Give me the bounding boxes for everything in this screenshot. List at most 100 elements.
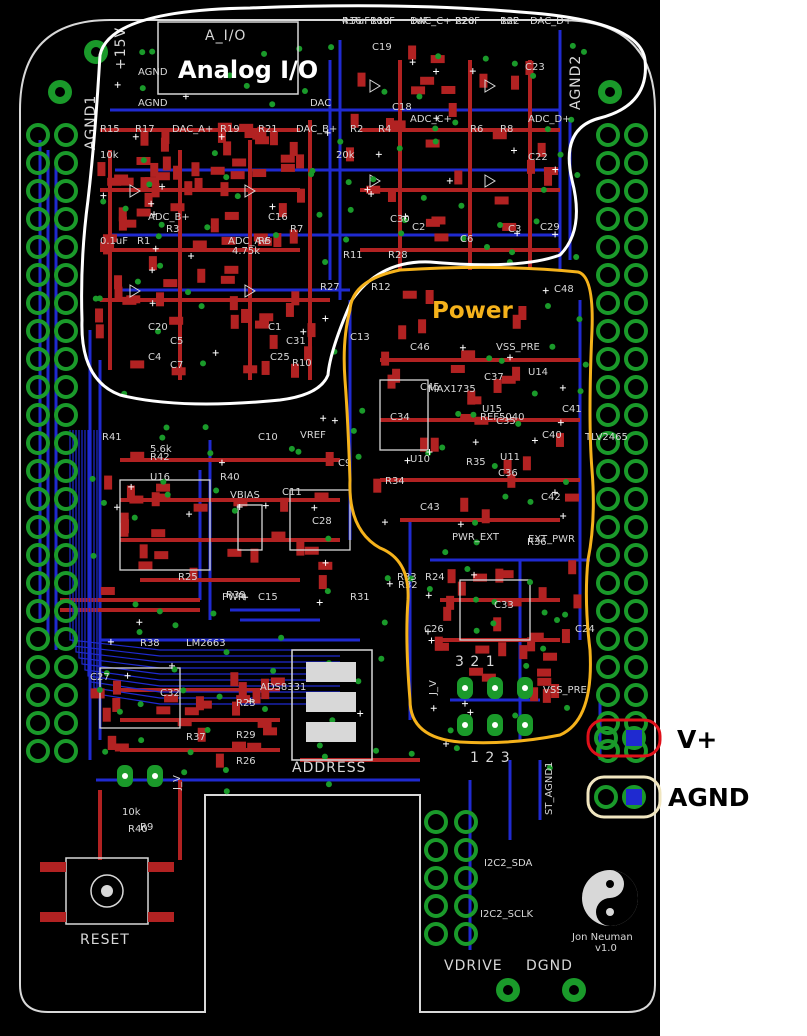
plus15v-label: +15V bbox=[113, 27, 129, 70]
jv-label: J_V bbox=[428, 680, 439, 696]
component-label: ADC_D+ bbox=[528, 114, 571, 125]
component-label: R37 bbox=[186, 732, 206, 743]
component-label: C32 bbox=[160, 688, 180, 699]
component-label: C29 bbox=[540, 222, 560, 233]
component-label: C20 bbox=[148, 322, 168, 333]
component-label: C3 bbox=[508, 224, 521, 235]
component-label: R24 bbox=[425, 572, 445, 583]
analog-io-highlight-outline bbox=[80, 4, 647, 406]
address-dip-switch-1 bbox=[306, 662, 356, 682]
component-label: U16 bbox=[150, 472, 170, 483]
component-label: 10k bbox=[100, 150, 119, 161]
component-label: C42 bbox=[541, 492, 561, 503]
reset-button-cap bbox=[90, 874, 124, 908]
dgnd-label: DGND bbox=[526, 958, 573, 974]
component-label: U11 bbox=[500, 452, 520, 463]
pin-headers bbox=[26, 123, 648, 946]
address-label: ADDRESS bbox=[292, 760, 366, 776]
component-label: C4 bbox=[148, 352, 161, 363]
component-label: ADS8331 bbox=[260, 682, 306, 693]
component-label: 4.75k bbox=[232, 246, 260, 257]
component-label: C23 bbox=[525, 62, 545, 73]
component-label: R4 bbox=[378, 124, 391, 135]
address-dip-outline bbox=[291, 649, 373, 761]
component-label: 1uF bbox=[410, 16, 429, 27]
component-label: C34 bbox=[390, 412, 410, 423]
component-label: ADC_A+ bbox=[228, 236, 270, 247]
component-label: U15 bbox=[482, 404, 502, 415]
yin-yang-logo bbox=[582, 870, 638, 926]
component-label: R1 bbox=[137, 236, 150, 247]
component-label: R8 bbox=[500, 124, 513, 135]
component-label: DAC_D+ bbox=[530, 16, 572, 27]
component-label: R26 bbox=[236, 756, 256, 767]
component-label: ADC_C+ bbox=[410, 114, 452, 125]
reset-button-center bbox=[101, 885, 113, 897]
component-label: C2 bbox=[412, 222, 425, 233]
component-label: C31 bbox=[286, 336, 306, 347]
pads-and-vias bbox=[48, 40, 622, 1002]
component-label: R20 bbox=[455, 16, 475, 27]
vss-pre-label: VSS_PRE bbox=[543, 685, 587, 696]
component-label: C1 bbox=[268, 322, 281, 333]
component-label: C41 bbox=[562, 404, 582, 415]
component-label: C9 bbox=[338, 458, 351, 469]
component-label: R23 bbox=[236, 698, 256, 709]
component-label: R10 bbox=[292, 358, 312, 369]
address-dip-switch-3 bbox=[306, 722, 356, 742]
component-label: C16 bbox=[268, 212, 288, 223]
component-footprints bbox=[90, 45, 582, 768]
reset-button-outline bbox=[65, 857, 149, 925]
address-dip-switch-2 bbox=[306, 692, 356, 712]
component-label: DAC_C+ bbox=[410, 16, 452, 27]
component-label: R21 bbox=[258, 124, 278, 135]
vplus-callout: V+ bbox=[677, 725, 717, 754]
analog-io-callout: Analog I/O bbox=[178, 56, 318, 84]
component-label: C46 bbox=[410, 342, 430, 353]
component-label: C27 bbox=[90, 672, 110, 683]
component-label: R35 bbox=[466, 457, 486, 468]
component-label: R5 bbox=[258, 236, 271, 247]
component-label: R17 bbox=[135, 124, 155, 135]
component-label: C36 bbox=[498, 468, 518, 479]
version-label: v1.0 bbox=[595, 943, 617, 954]
component-label: VSS_PRE bbox=[496, 342, 540, 353]
component-label: C33 bbox=[494, 600, 514, 611]
component-label: C18 bbox=[392, 102, 412, 113]
component-label: C30 bbox=[390, 214, 410, 225]
pwr-ext-label: PWR_EXT bbox=[452, 532, 500, 543]
component-label: LM2663 bbox=[186, 638, 226, 649]
dac-small-label: DAC bbox=[310, 98, 331, 109]
component-label: R16 bbox=[342, 16, 362, 27]
component-label: R22 bbox=[500, 16, 520, 27]
component-label: R39 bbox=[226, 590, 246, 601]
i2c-sclk-label: I2C2_SCLK bbox=[480, 909, 534, 920]
component-label: C10 bbox=[258, 432, 278, 443]
board-outline bbox=[19, 19, 656, 1013]
component-label: R7 bbox=[290, 224, 303, 235]
component-label: C24 bbox=[575, 624, 595, 635]
reset-pad-bl bbox=[40, 912, 66, 922]
component-label: R15 bbox=[100, 124, 120, 135]
i2c-sda-label: I2C2_SDA bbox=[484, 858, 533, 869]
component-label: DAC_B+ bbox=[296, 124, 337, 135]
component-label: R40 bbox=[220, 472, 240, 483]
component-label: C37 bbox=[484, 372, 504, 383]
component-label: 22uF bbox=[455, 16, 480, 27]
reset-label: RESET bbox=[80, 932, 130, 948]
component-label: R2 bbox=[350, 124, 363, 135]
component-label: C7 bbox=[170, 360, 183, 371]
reset-pad-tl bbox=[40, 862, 66, 872]
j-v-small-label: J_V bbox=[172, 775, 183, 791]
component-label: R31 bbox=[350, 592, 370, 603]
jv-pin-numbers-2: 1 2 3 bbox=[470, 750, 511, 766]
component-label: MAX1735 bbox=[428, 384, 476, 395]
component-label: R19 bbox=[220, 124, 240, 135]
component-label: C45 bbox=[420, 382, 440, 393]
component-label: C25 bbox=[270, 352, 290, 363]
component-label: REF5040 bbox=[480, 412, 524, 423]
analog-io-connector-label: A_I/O bbox=[205, 28, 246, 44]
component-label: R38 bbox=[140, 638, 160, 649]
